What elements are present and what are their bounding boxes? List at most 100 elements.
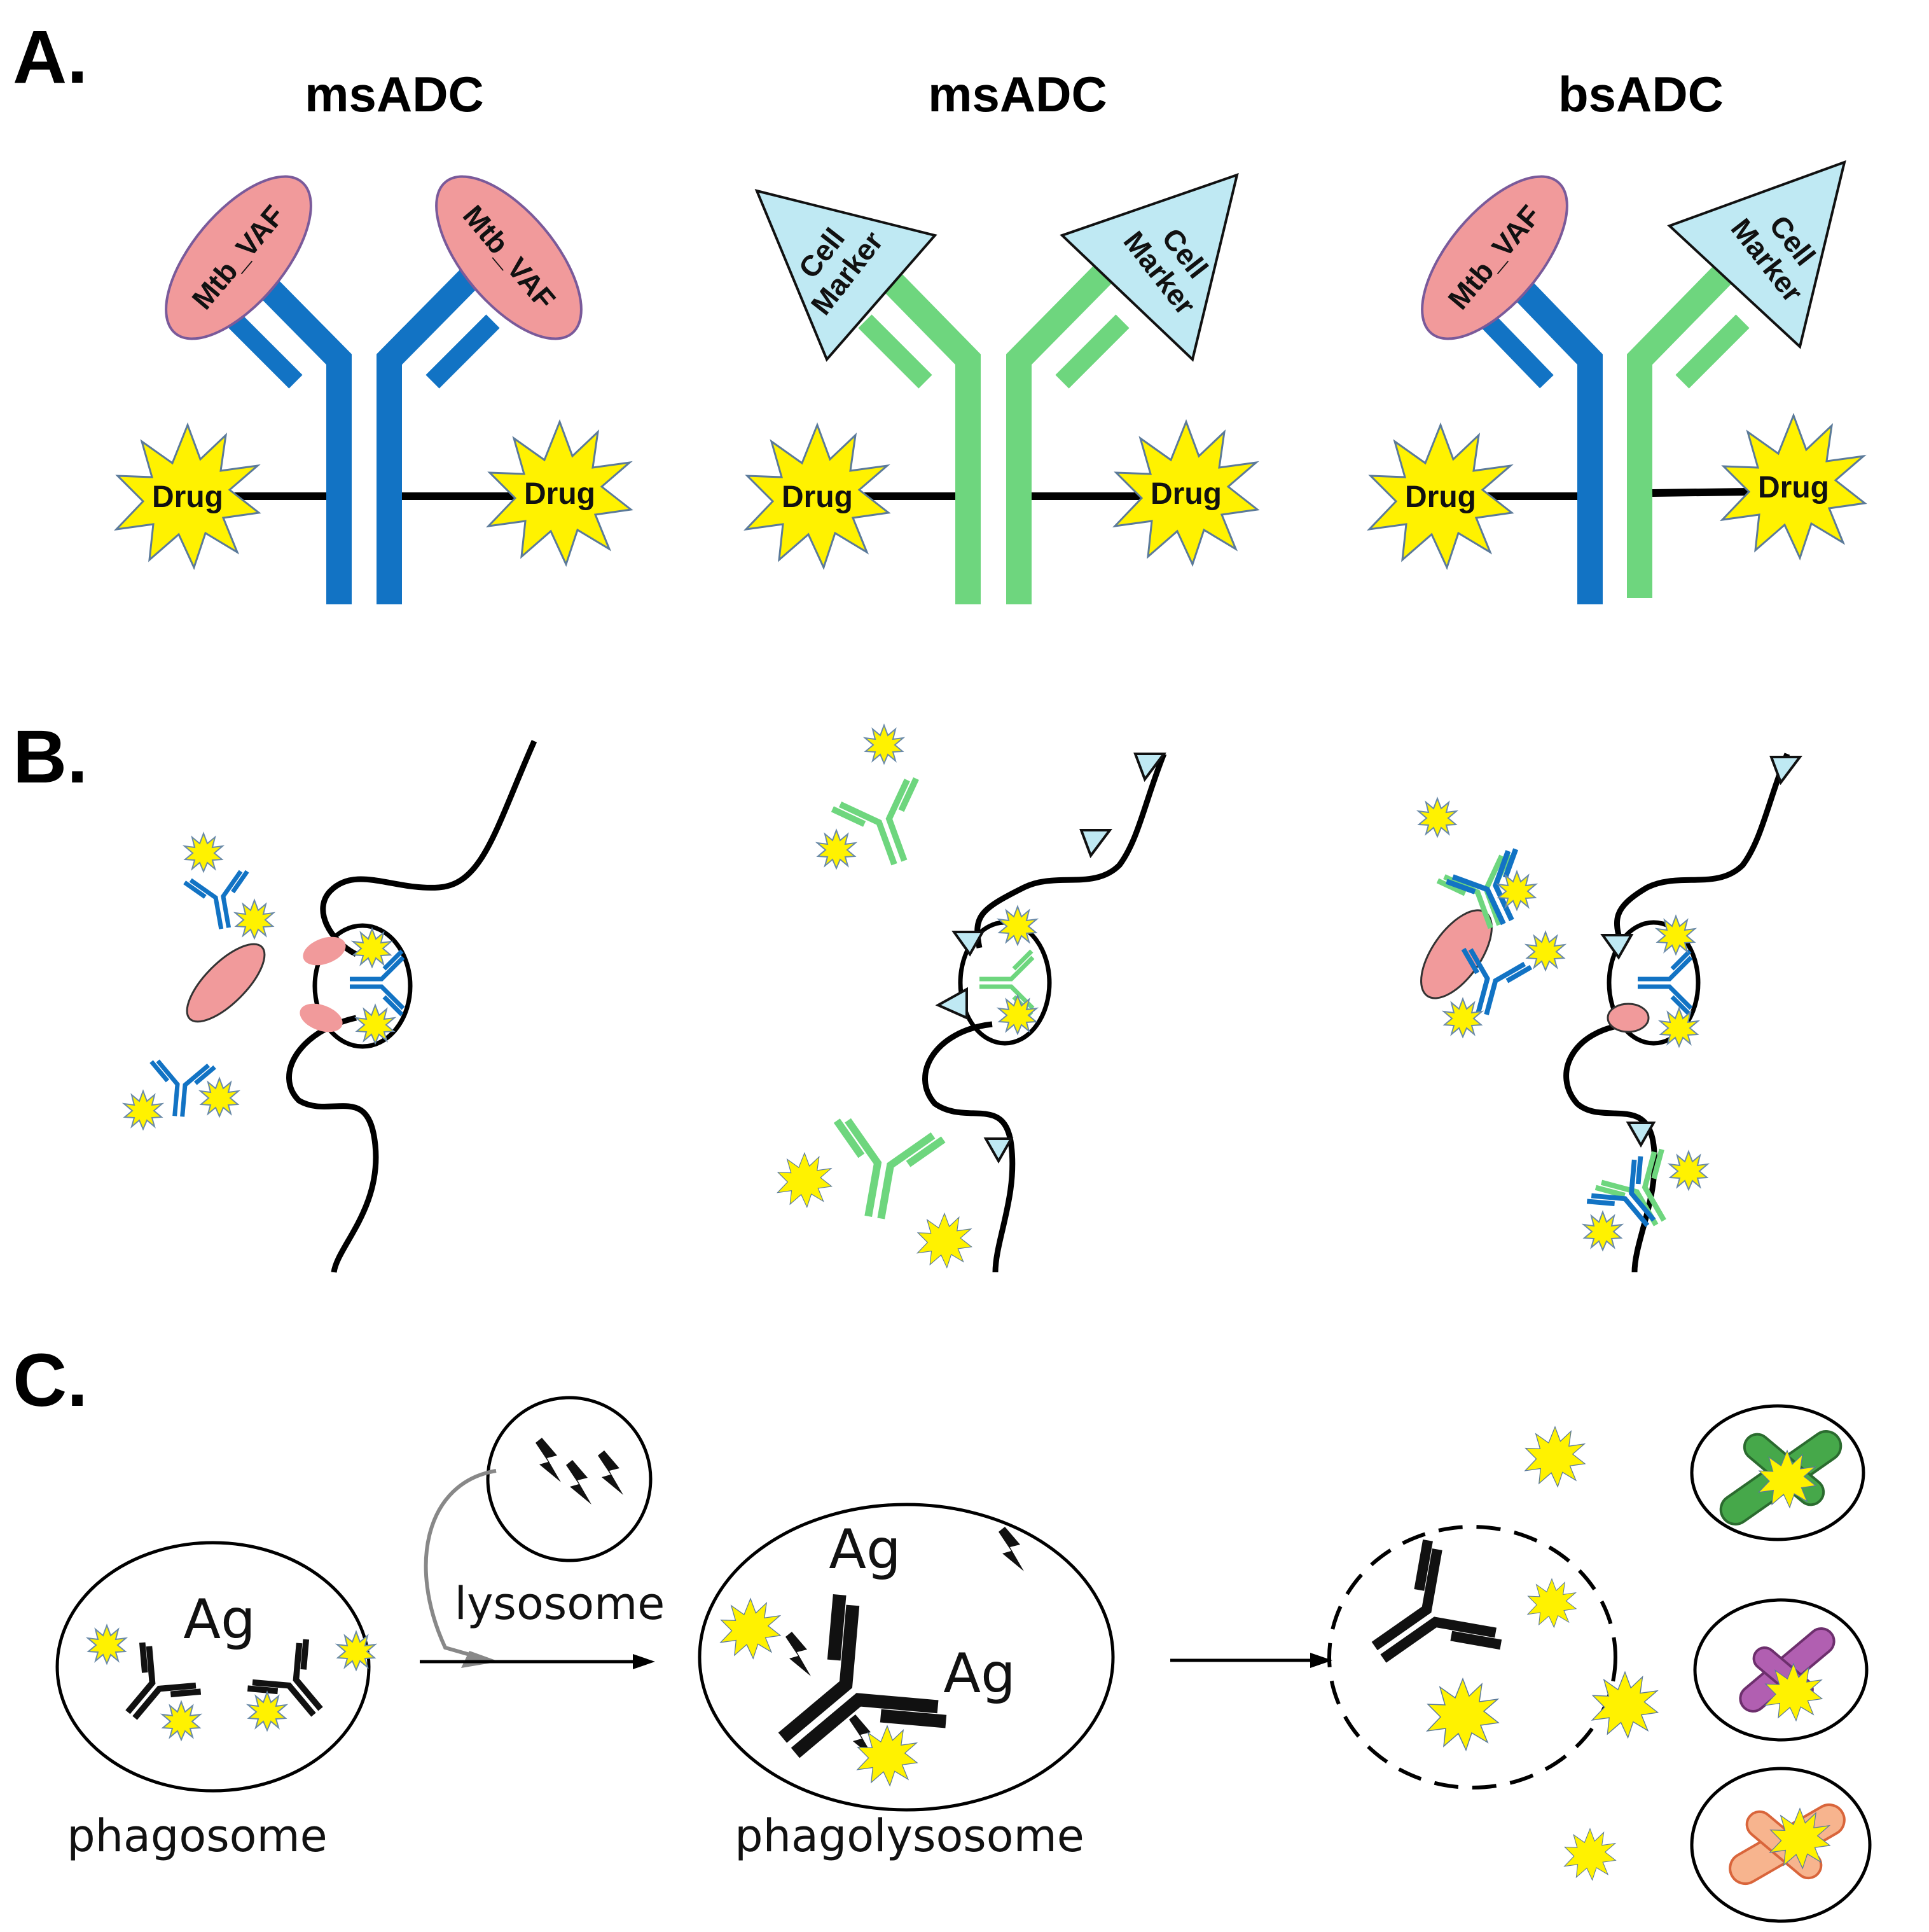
drug-icon	[1525, 1426, 1586, 1487]
antibody-icon	[350, 951, 403, 1015]
drug-icon	[1443, 998, 1483, 1038]
uptake-msadc-mtb	[123, 740, 537, 1273]
mtb-vaf-particle	[300, 1003, 343, 1032]
drug-icon	[1527, 1578, 1577, 1628]
column-title-bsadc: bsADC	[1558, 66, 1724, 122]
enzyme-bolt-icon	[785, 1632, 811, 1676]
drug-icon	[235, 900, 274, 939]
mtb-vaf-particle	[186, 943, 266, 1023]
ruptured-vesicle	[1327, 1525, 1617, 1790]
antibody-light-chains-green	[858, 314, 1130, 389]
mtb-vaf-antigen-left	[165, 175, 312, 340]
antibody-heavy-chain-blue	[1491, 258, 1603, 604]
drug-icon	[1526, 931, 1565, 971]
enzyme-bolt-icon	[536, 1438, 561, 1482]
uptake-msadc-cell-marker	[777, 725, 1167, 1273]
cell-marker-triangle	[983, 1137, 1014, 1164]
drug-icon	[1669, 1151, 1708, 1190]
panel-c-label: C.	[13, 1338, 88, 1422]
panel-b: B.	[13, 715, 1802, 1273]
enzyme-bolt-icon	[566, 1460, 591, 1505]
phagolysosome-label: phagolysosome	[735, 1810, 1084, 1862]
drug-label-right-1: Drug	[524, 477, 595, 511]
mtb-vaf-particle	[1607, 1003, 1650, 1033]
panel-c: C. Ag phagosome lysosome Ag Ag phagolyso…	[13, 1338, 1872, 1923]
arrowhead	[1310, 1653, 1332, 1668]
drug-icon	[1583, 1211, 1622, 1251]
vesicle-membrane	[312, 923, 413, 1049]
panel-a: A. msADC Mtb_VAF Mtb_VAF Drug Drug msADC…	[13, 15, 1866, 604]
cell-marker-antigen-left	[754, 189, 937, 362]
cell-membrane	[286, 740, 537, 1273]
drug-icon	[720, 1598, 781, 1659]
antibody-icon	[832, 777, 941, 877]
cell-marker-triangle	[1600, 934, 1634, 960]
phagosome	[55, 1541, 371, 1793]
column-title-msadc-1: msADC	[305, 66, 484, 122]
panel-a-label: A.	[13, 15, 88, 99]
drug-icon	[184, 833, 223, 872]
drug-label-right-3: Drug	[1758, 471, 1829, 504]
mtb-vaf-antigen-right	[435, 175, 583, 340]
arrowhead	[461, 1651, 499, 1668]
drug-label-left-1: Drug	[152, 480, 223, 514]
linker	[1444, 487, 1794, 500]
cell-marker-triangle	[1769, 756, 1802, 786]
lysosome-label: lysosome	[455, 1578, 665, 1630]
adc-bsadc: bsADC Mtb_VAF CellMarker Drug Drug	[1368, 66, 1866, 604]
drug-icon	[777, 1152, 833, 1208]
panel-b-label: B.	[13, 715, 88, 799]
cell-marker-triangle	[951, 931, 985, 957]
drug-icon	[1418, 798, 1457, 837]
vesicle-membrane	[1607, 920, 1701, 1046]
antibody-icon	[822, 1118, 944, 1227]
cell-marker-triangle	[1626, 1122, 1656, 1148]
drug-label-left-3: Drug	[1405, 480, 1476, 514]
phagosome-label: phagosome	[67, 1810, 328, 1862]
drug-icon	[1564, 1828, 1616, 1880]
antibody-heavy-chains-blue	[239, 258, 490, 604]
mtb-vaf-antigen	[1421, 175, 1568, 340]
drug-icon	[916, 1213, 972, 1268]
drug-label-left-2: Drug	[782, 480, 853, 514]
drug-icon	[817, 830, 856, 869]
cell-marker-antigen	[1667, 160, 1846, 349]
drug-icon	[247, 1692, 287, 1731]
drug-icon	[1591, 1671, 1659, 1739]
bacterium-green	[1690, 1404, 1865, 1541]
cell-marker-triangle	[935, 987, 968, 1020]
uptake-bsadc	[1418, 753, 1802, 1273]
lysosome-fusion-arrow	[424, 1469, 497, 1662]
cell-marker-antigen-right	[1060, 172, 1239, 362]
cell-marker-triangle	[1079, 829, 1112, 859]
column-title-msadc-2: msADC	[928, 66, 1107, 122]
phagolysosome	[698, 1503, 1115, 1812]
antibody-light-chains-blue	[228, 314, 500, 389]
drug-icon	[864, 725, 904, 764]
drug-label-right-2: Drug	[1151, 477, 1222, 511]
antibody-icon	[1343, 1539, 1503, 1704]
cell-marker-triangle	[1133, 753, 1166, 782]
drug-icon	[162, 1701, 201, 1741]
enzyme-bolt-icon	[598, 1450, 623, 1495]
antibody-light-chain-green	[1675, 314, 1750, 389]
drug-icon	[87, 1625, 127, 1664]
drug-icon	[1427, 1678, 1499, 1751]
antibody-icon	[1638, 951, 1691, 1015]
antibody-icon	[147, 1060, 215, 1119]
antigen-label: Ag	[943, 1642, 1015, 1706]
arrowhead	[633, 1654, 655, 1669]
antibody-heavy-chain-green	[1627, 258, 1739, 598]
lysosome	[486, 1396, 653, 1562]
bacterium-purple	[1693, 1598, 1869, 1742]
mtb-vaf-particle	[303, 936, 346, 966]
antibody-heavy-chains-green	[868, 258, 1119, 604]
adc-msadc-cell-marker: msADC CellMarker CellMarker Drug Drug	[745, 66, 1259, 604]
antibody-light-chain-blue	[1481, 314, 1554, 389]
bacterium-orange	[1690, 1767, 1872, 1923]
enzyme-bolt-icon	[999, 1527, 1024, 1571]
antigen-label: Ag	[183, 1588, 255, 1651]
drug-icon	[123, 1090, 163, 1130]
drug-icon	[998, 906, 1037, 945]
